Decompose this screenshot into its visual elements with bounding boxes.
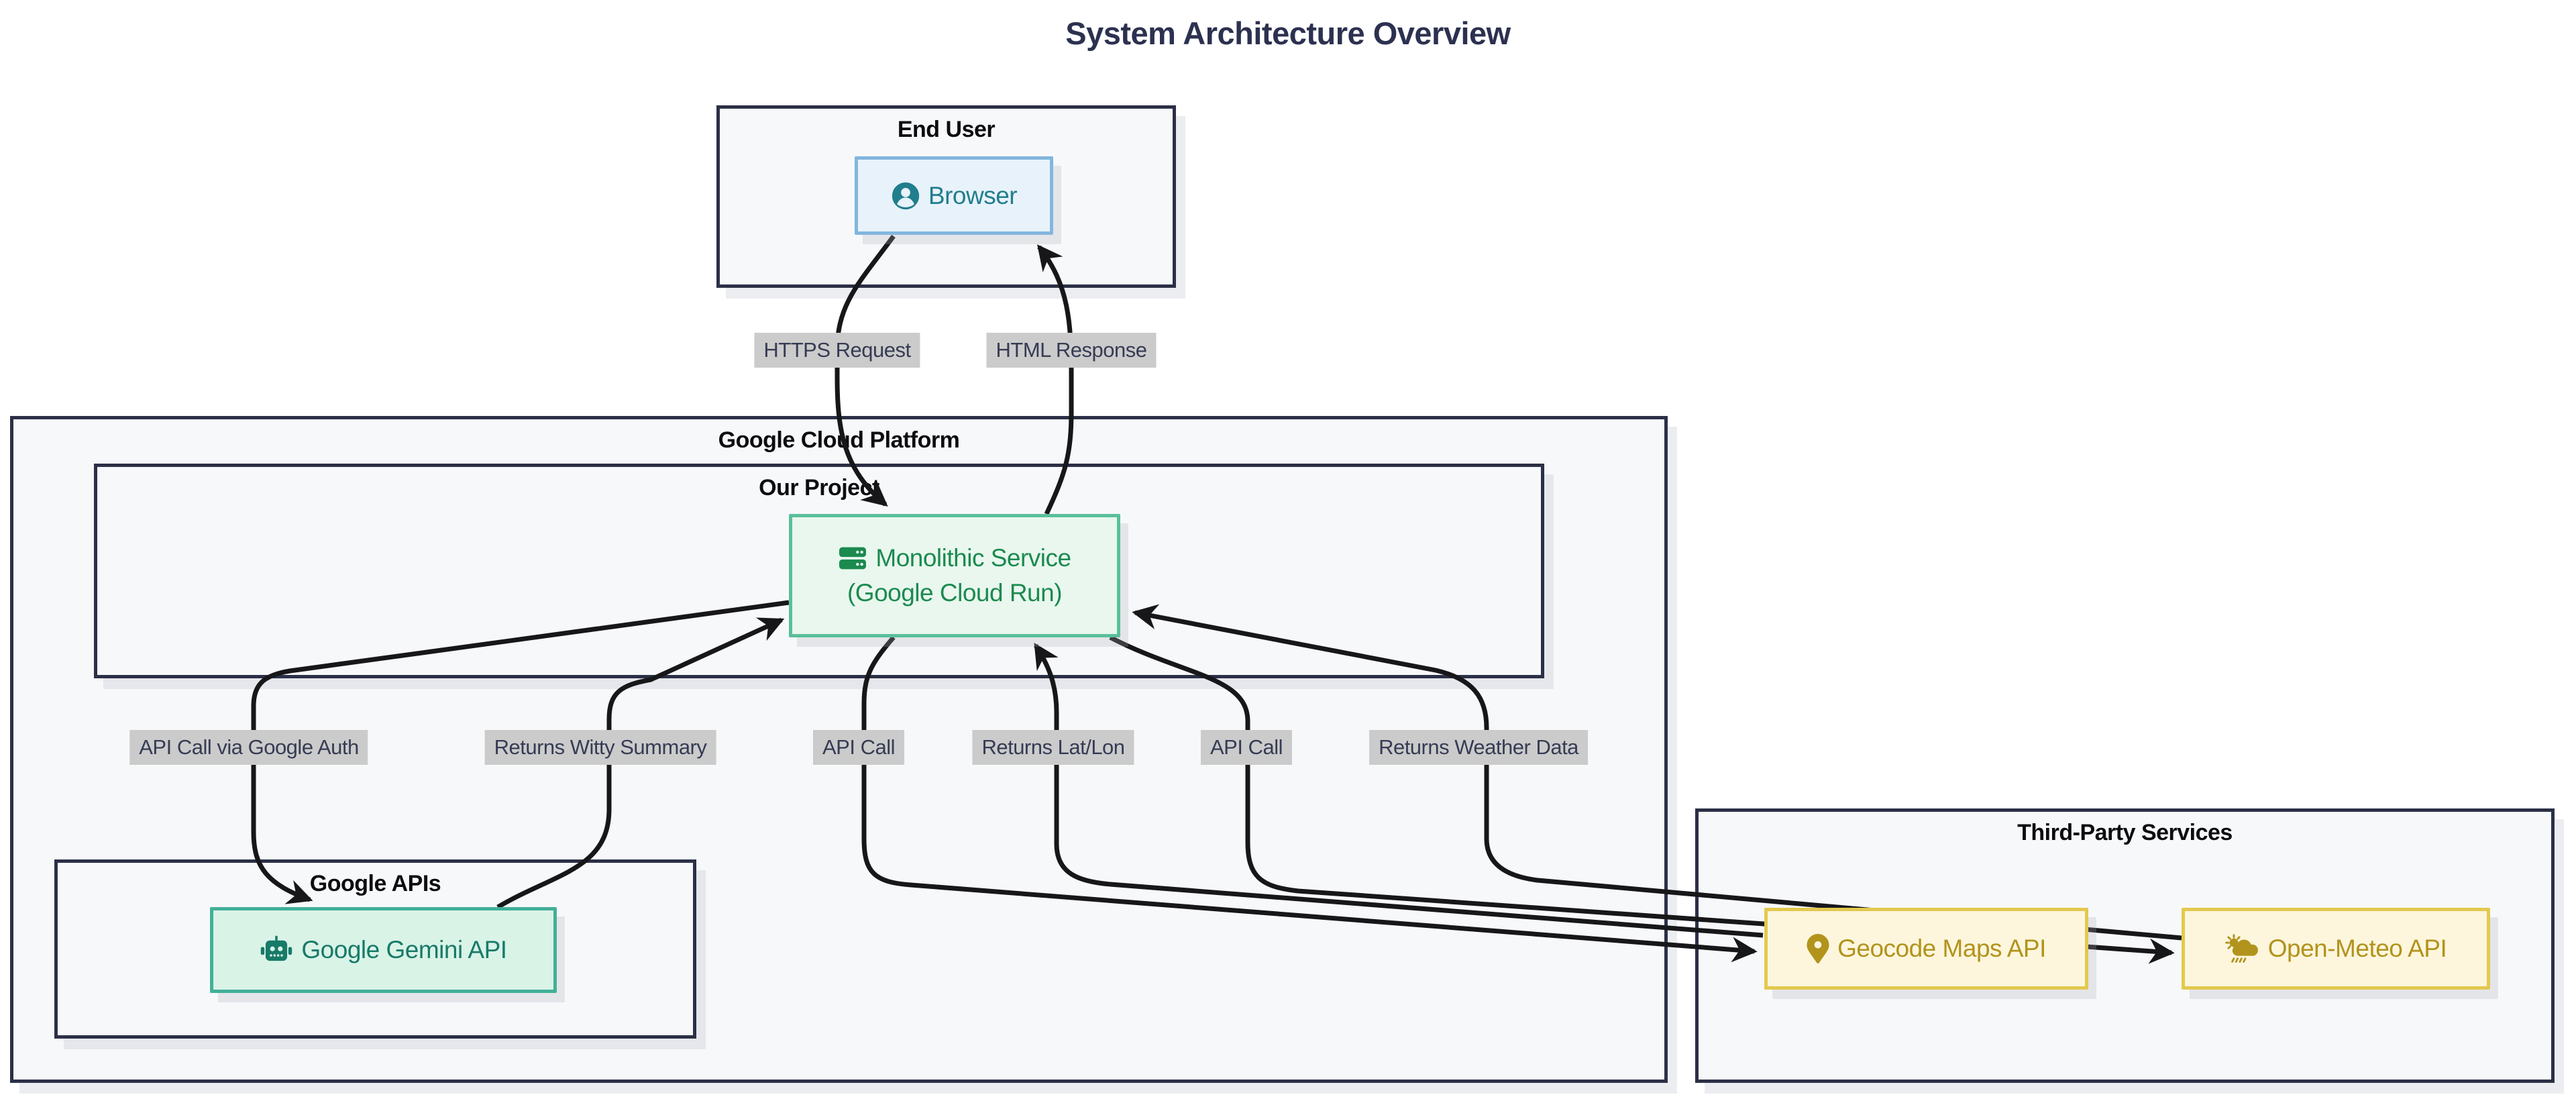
edge-api-call-auth <box>251 600 790 904</box>
user-circle-icon <box>891 181 920 211</box>
cluster-google-apis-label: Google APIs <box>309 871 441 896</box>
node-mono-label-line2: (Google Cloud Run) <box>847 579 1063 607</box>
edge-label-returns-latlon: Returns Lat/Lon <box>972 730 1134 765</box>
edge-label-api-call-geocode: API Call <box>813 730 904 765</box>
cluster-gcp-label: Google Cloud Platform <box>718 427 960 453</box>
edge-api-call-meteo <box>1109 635 2175 964</box>
node-browser: Browser <box>855 156 1053 235</box>
node-gemini-label: Google Gemini API <box>301 936 507 963</box>
edge-label-returns-witty: Returns Witty Summary <box>484 730 716 765</box>
edge-label-returns-weather: Returns Weather Data <box>1369 730 1588 765</box>
robot-icon <box>260 935 293 965</box>
node-google-gemini-api: Google Gemini API <box>210 907 557 993</box>
edge-label-html-response: HTML Response <box>986 333 1157 368</box>
edge-html-response <box>1037 244 1074 515</box>
node-geocode-label: Geocode Maps API <box>1837 935 2046 962</box>
node-mono-label-line1: Monolithic Service <box>875 544 1071 572</box>
cluster-third-party-label: Third-Party Services <box>2017 820 2233 845</box>
node-geocode-maps-api: Geocode Maps API <box>1764 908 2088 990</box>
server-icon <box>838 545 867 572</box>
node-open-meteo-api: Open-Meteo API <box>2182 908 2490 990</box>
node-meteo-label: Open-Meteo API <box>2267 935 2447 962</box>
edge-returns-latlon <box>1034 642 1764 938</box>
edge-label-api-call-meteo: API Call <box>1201 730 1292 765</box>
cloud-sun-rain-icon <box>2224 934 2260 963</box>
edge-https-request <box>835 234 896 507</box>
edge-returns-witty <box>496 617 785 910</box>
node-browser-label: Browser <box>928 181 1018 209</box>
diagram-title: System Architecture Overview <box>1065 15 1511 51</box>
edge-label-https-request: HTTPS Request <box>754 333 920 368</box>
edge-returns-weather <box>1132 604 2182 941</box>
map-marker-icon <box>1807 934 1829 963</box>
node-monolithic-service: Monolithic Service (Google Cloud Run) <box>789 514 1120 637</box>
cluster-end-user-label: End User <box>897 117 996 142</box>
edge-label-api-call-auth: API Call via Google Auth <box>129 730 368 765</box>
edge-api-call-geocode <box>861 635 1758 963</box>
